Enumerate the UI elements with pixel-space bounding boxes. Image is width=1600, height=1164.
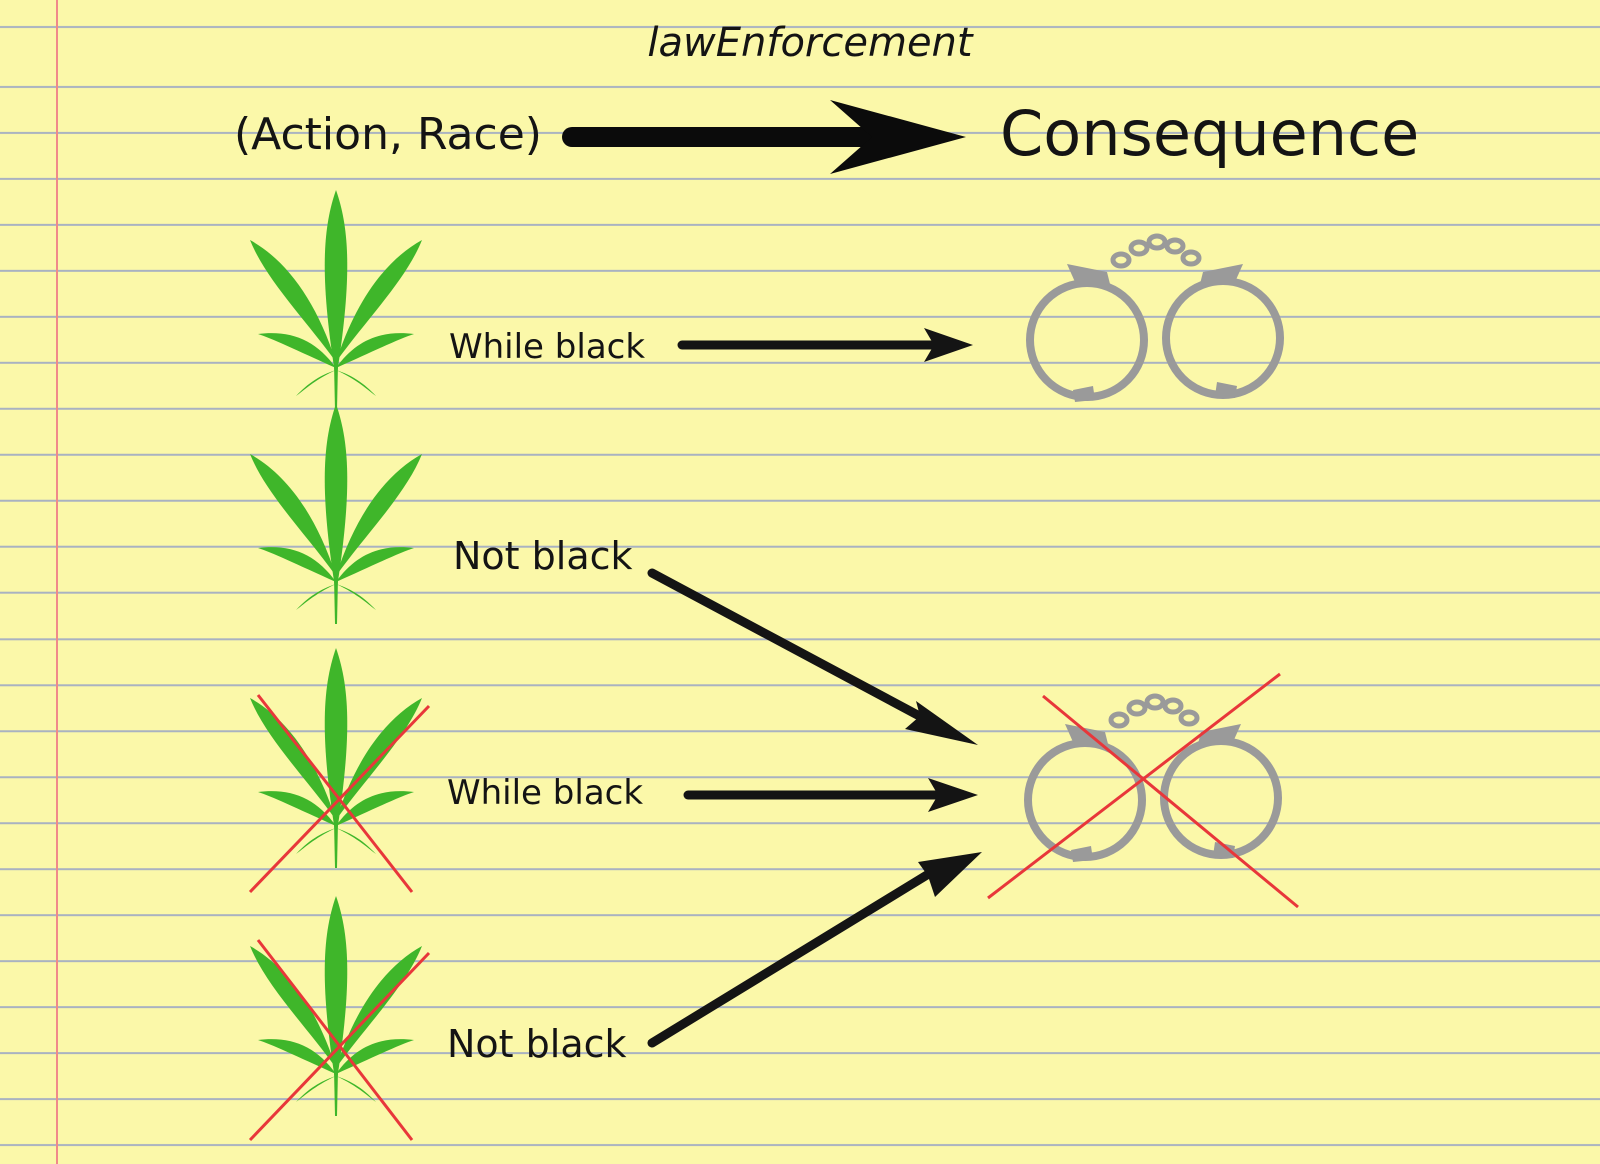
arrow-to-arrest <box>677 328 973 362</box>
cross-mark-icon <box>248 939 431 1142</box>
cross-mark-icon <box>987 672 1299 909</box>
cross-mark-icon <box>248 694 431 894</box>
race-label: While black <box>449 327 645 367</box>
diagram-title: lawEnforcement <box>647 20 973 66</box>
cannabis-leaf-icon <box>250 190 422 410</box>
cannabis-leaf-icon <box>250 404 422 624</box>
output-label: Consequence <box>1000 97 1419 170</box>
arrow-to-no-arrest <box>647 568 978 745</box>
notebook-margin-line <box>56 0 58 1164</box>
main-arrow <box>562 100 966 174</box>
cannabis-leaf-icon <box>250 648 422 868</box>
input-label: (Action, Race) <box>234 109 542 160</box>
handcuffs-icon <box>1030 236 1280 402</box>
cannabis-leaf-icon <box>250 896 422 1116</box>
arrow-to-no-arrest <box>683 778 978 812</box>
arrow-to-no-arrest <box>647 852 982 1048</box>
race-label: Not black <box>447 1022 627 1066</box>
race-label: While black <box>447 773 643 813</box>
race-label: Not black <box>453 534 633 578</box>
